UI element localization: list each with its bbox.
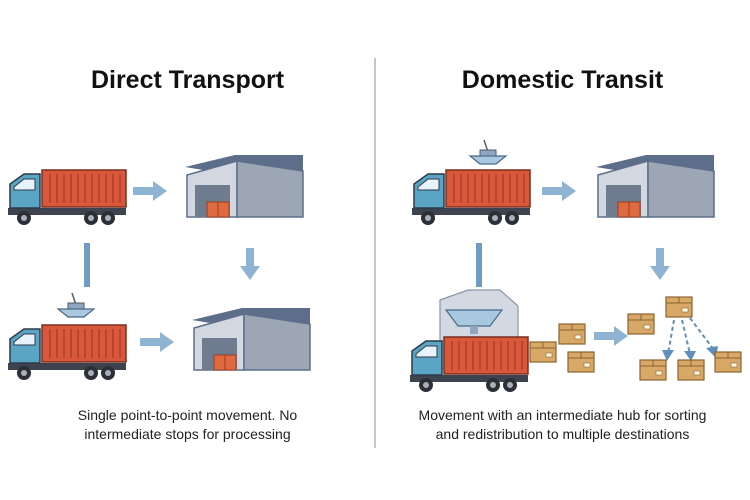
- parcel-box-icon: [677, 359, 705, 381]
- domestic-transit-caption: Movement with an intermediate hub for so…: [375, 406, 750, 444]
- container-truck-icon: [411, 169, 531, 226]
- connector-line: [476, 243, 482, 287]
- arrow-icon: [140, 332, 174, 352]
- crane-icon: [57, 292, 95, 318]
- container-truck-icon: [7, 324, 127, 381]
- connector-line: [84, 243, 90, 287]
- crane-icon: [469, 139, 507, 165]
- domestic-transit-title: Domestic Transit: [461, 66, 664, 94]
- direct-transport-caption: Single point-to-point movement. No inter…: [0, 406, 375, 444]
- parcel-box-icon: [529, 341, 557, 363]
- dashed-arrow-heads: [662, 346, 718, 361]
- caption-line: and redistribution to multiple destinati…: [435, 426, 690, 442]
- dashed-distribution-arrows: [667, 317, 715, 355]
- caption-line: intermediate stops for processing: [84, 426, 291, 442]
- warehouse-icon: [595, 154, 715, 218]
- arrow-icon: [133, 181, 167, 201]
- arrow-icon: [240, 248, 260, 280]
- caption-line: Single point-to-point movement. No: [77, 407, 298, 423]
- parcel-box-icon: [714, 351, 742, 373]
- warehouse-icon: [191, 307, 311, 371]
- parcel-box-icon: [639, 359, 667, 381]
- arrow-icon: [542, 181, 576, 201]
- parcel-box-icon: [567, 351, 595, 373]
- container-truck-icon: [409, 336, 529, 393]
- parcel-box-icon: [558, 323, 586, 345]
- warehouse-icon: [184, 154, 304, 218]
- caption-line: Movement with an intermediate hub for so…: [418, 407, 707, 423]
- arrow-icon: [650, 248, 670, 280]
- arrow-icon: [594, 326, 628, 346]
- parcel-box-icon: [665, 296, 693, 318]
- direct-transport-title: Direct Transport: [90, 66, 285, 94]
- parcel-box-icon: [627, 313, 655, 335]
- container-truck-icon: [7, 169, 127, 226]
